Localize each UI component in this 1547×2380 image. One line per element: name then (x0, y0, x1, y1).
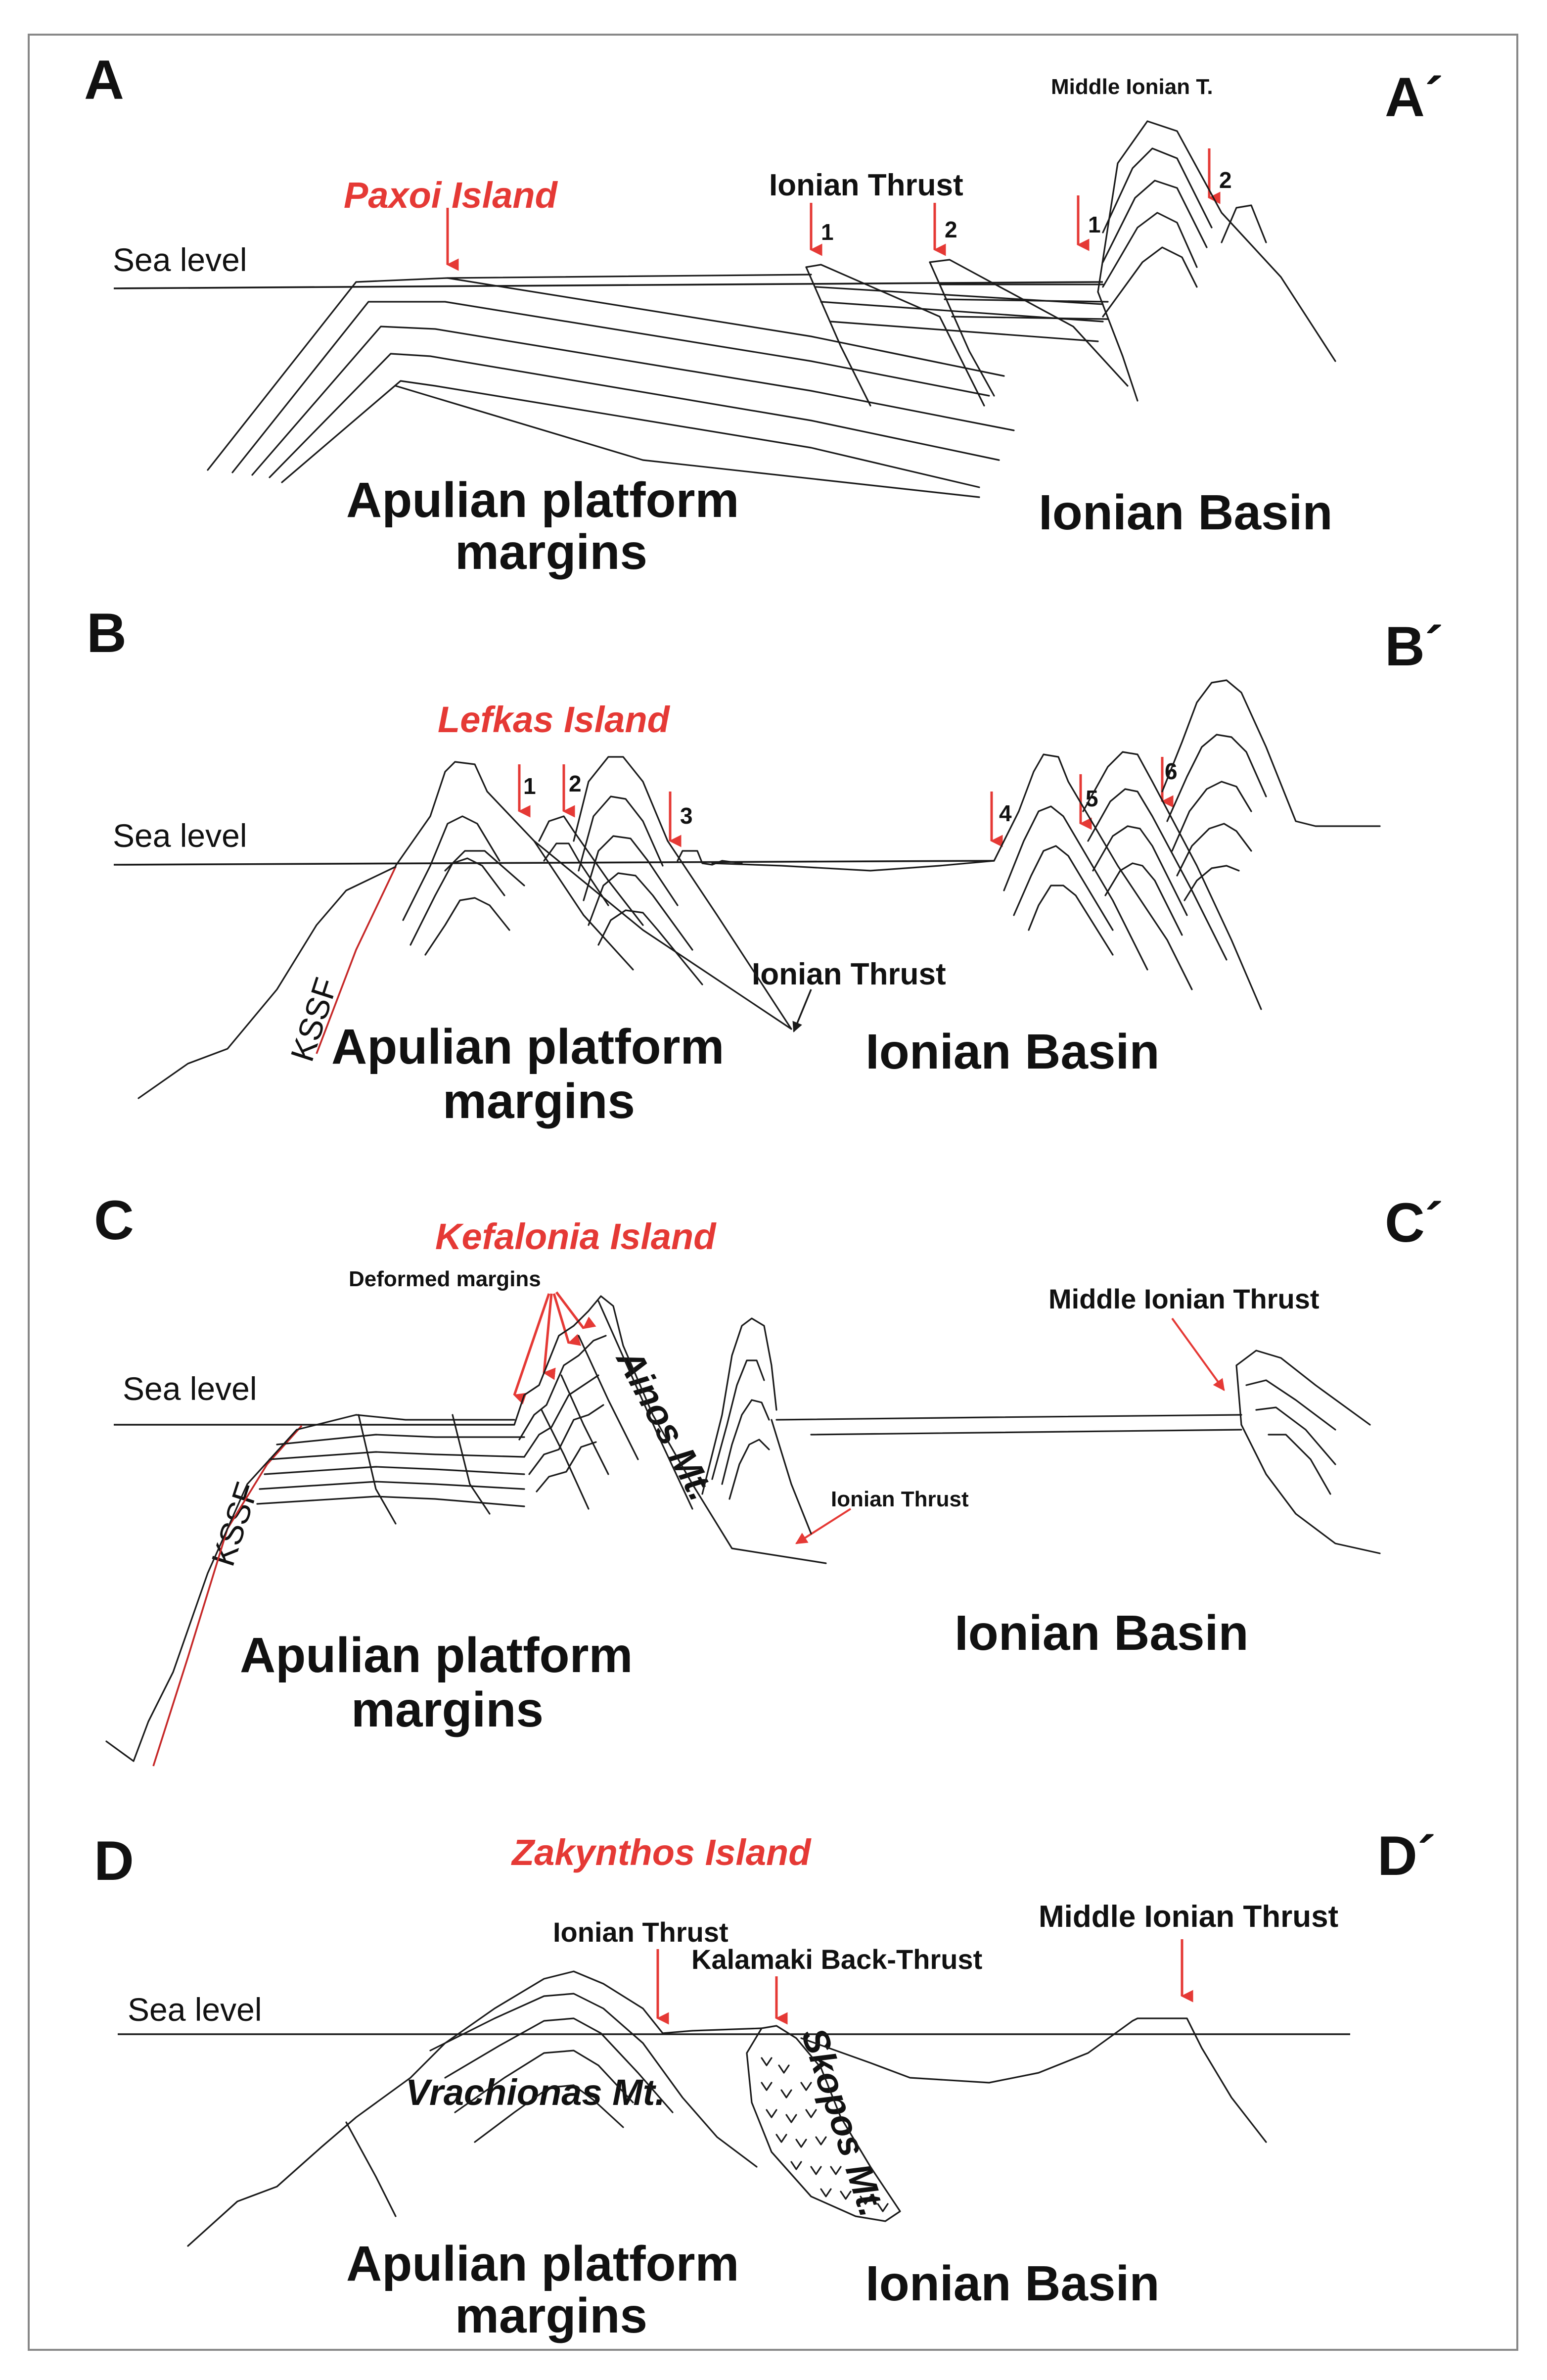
section-d-backthrust: Kalamaki Back-Thrust (691, 1944, 982, 1975)
section-b-sea-line (113, 860, 995, 866)
section-b-start-label: B (87, 602, 127, 664)
section-c-arrow-4 (555, 1291, 596, 1329)
section-a-ionian-thrust: Ionian Thrust (769, 168, 963, 202)
section-c-start-label: C (94, 1189, 134, 1251)
section-a-num-2: 2 (945, 217, 957, 242)
section-b-ionian-thrust: Ionian Thrust (752, 957, 946, 991)
section-a-basin: Ionian Basin (1039, 485, 1333, 540)
section-a-island: Paxoi Island (344, 175, 558, 216)
section-b-basin: Ionian Basin (865, 1024, 1160, 1079)
section-c-arrow-2 (543, 1293, 556, 1380)
section-a-mid-num-1: 1 (1088, 212, 1101, 237)
section-a-sea-level: Sea level (113, 241, 247, 278)
section-b-num-1: 1 (523, 773, 536, 799)
section-b-platform-1: Apulian platform (331, 1019, 724, 1074)
section-c: C C´ Sea level Kefalonia Island Deformed… (94, 1189, 1443, 1767)
section-c-middle-thrust: Middle Ionian Thrust (1048, 1283, 1320, 1314)
section-c-sea-level: Sea level (123, 1370, 257, 1407)
section-c-arrow-1 (513, 1293, 550, 1405)
section-c-platform-1: Apulian platform (240, 1628, 633, 1683)
section-a-sea-line (113, 281, 1103, 289)
section-c-basin: Ionian Basin (955, 1605, 1249, 1661)
section-c-kssf-fault (152, 1425, 303, 1767)
section-d-platform-2: margins (455, 2288, 647, 2343)
section-c-thrust-pointer (795, 1508, 852, 1544)
section-c-deformed: Deformed margins (349, 1267, 541, 1291)
section-a-mid-num-2: 2 (1219, 167, 1232, 193)
section-d-ionian-thrust: Ionian Thrust (553, 1916, 728, 1948)
section-c-folds (105, 1295, 1381, 1762)
section-c-end-label: C´ (1385, 1192, 1443, 1254)
section-a: A A´ Sea level Paxoi Island Ionian Thrus… (84, 49, 1443, 580)
section-c-kssf: KSSF (204, 1478, 266, 1571)
section-d-vrachionas: Vrachionas Mt. (406, 2072, 665, 2113)
section-b-sea-level: Sea level (113, 817, 247, 854)
section-d-middle-thrust: Middle Ionian Thrust (1039, 1900, 1338, 1934)
section-b-end-label: B´ (1385, 615, 1443, 677)
section-c-arrow-3 (552, 1293, 582, 1346)
section-b-folds (137, 679, 1381, 1099)
section-a-platform-1: Apulian platform (346, 472, 739, 528)
figure-frame (28, 34, 1518, 2351)
section-b-num-5: 5 (1086, 786, 1098, 811)
section-d-island: Zakynthos Island (511, 1832, 812, 1873)
section-b-num-4: 4 (999, 800, 1012, 826)
section-b-kssf-fault (316, 866, 397, 1054)
section-c-island: Kefalonia Island (435, 1216, 717, 1257)
section-d-sea-level: Sea level (128, 1991, 262, 2028)
section-d: D D´ Sea level Zakynthos Island Ionian T… (94, 1825, 1436, 2343)
section-d-end-label: D´ (1377, 1825, 1436, 1887)
section-b-num-3: 3 (680, 803, 693, 829)
section-a-num-1: 1 (821, 219, 834, 245)
section-a-end-label: A´ (1385, 66, 1443, 128)
section-a-middle-thrust: Middle Ionian T. (1051, 75, 1213, 99)
section-b: B B´ Sea level Lefkas Island 1 2 3 4 5 6… (87, 602, 1443, 1129)
section-d-basin: Ionian Basin (865, 2256, 1160, 2311)
section-b-num-2: 2 (569, 771, 582, 796)
section-a-platform-layers (207, 274, 1015, 498)
section-d-platform-1: Apulian platform (346, 2236, 739, 2291)
section-b-platform-2: margins (443, 1073, 635, 1129)
section-d-start-label: D (94, 1830, 134, 1892)
section-c-middle-pointer (1171, 1317, 1225, 1391)
section-a-start-label: A (84, 49, 124, 111)
section-d-folds (187, 1970, 1267, 2247)
section-b-thrust-pointer (792, 989, 812, 1032)
section-c-platform-2: margins (351, 1682, 544, 1737)
section-a-platform-2: margins (455, 524, 647, 580)
section-b-island: Lefkas Island (438, 699, 671, 740)
section-a-thrust-sheets (805, 120, 1336, 407)
section-c-ionian-thrust: Ionian Thrust (831, 1487, 969, 1511)
